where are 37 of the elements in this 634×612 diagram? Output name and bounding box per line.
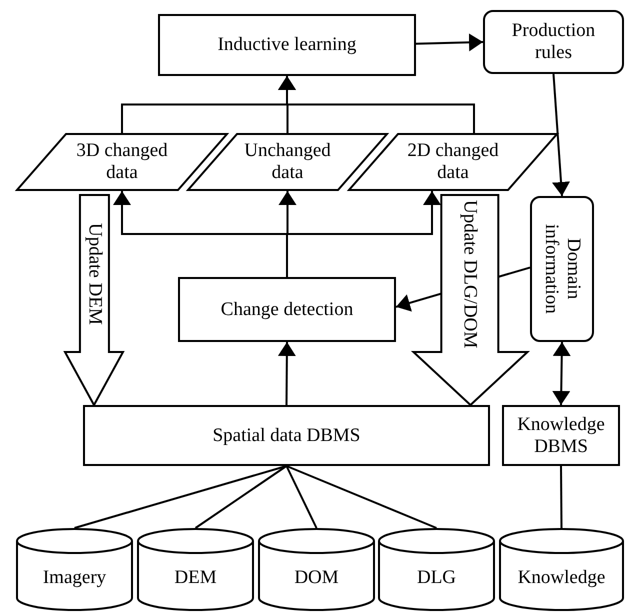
data-parallelogram	[16, 133, 228, 191]
node-label: 3D changed data	[75, 140, 169, 184]
edge-label: Update DEM	[83, 222, 106, 327]
node-label: DEM	[174, 567, 217, 589]
node-label: Unchanged data	[244, 140, 331, 184]
node-label: Change detection	[220, 298, 354, 320]
database-cylinder	[499, 528, 624, 610]
node-label: Knowledge DBMS	[516, 414, 606, 458]
node-label: Domain information	[540, 223, 584, 316]
node-label: Knowledge	[518, 567, 606, 589]
database-cylinder	[378, 528, 495, 610]
process-box	[83, 405, 490, 466]
arrow	[278, 76, 475, 133]
node-label: DOM	[294, 567, 339, 589]
process-box	[178, 277, 396, 342]
process-box	[502, 405, 620, 466]
node-label: 2D changed data	[406, 140, 500, 184]
database-cylinder	[16, 528, 133, 610]
node-label: Imagery	[42, 567, 106, 589]
node-label: Inductive learning	[218, 34, 356, 56]
database-cylinder	[258, 528, 375, 610]
data-parallelogram	[348, 133, 558, 191]
edge-label: Update DLG/DOM	[458, 199, 482, 349]
data-parallelogram	[187, 133, 388, 191]
arrow	[552, 342, 571, 406]
node-label: Production rules	[510, 20, 596, 64]
rounded-box	[530, 196, 594, 342]
block-arrow	[63, 194, 125, 408]
node-label: Spatial data DBMS	[212, 424, 360, 446]
process-box	[158, 14, 416, 76]
block-arrow	[410, 194, 530, 406]
rounded-box	[483, 10, 624, 74]
arrow	[552, 74, 570, 196]
arrow	[278, 342, 296, 405]
database-cylinder	[137, 528, 254, 610]
node-label: DLG	[416, 567, 456, 589]
arrow	[416, 33, 484, 52]
